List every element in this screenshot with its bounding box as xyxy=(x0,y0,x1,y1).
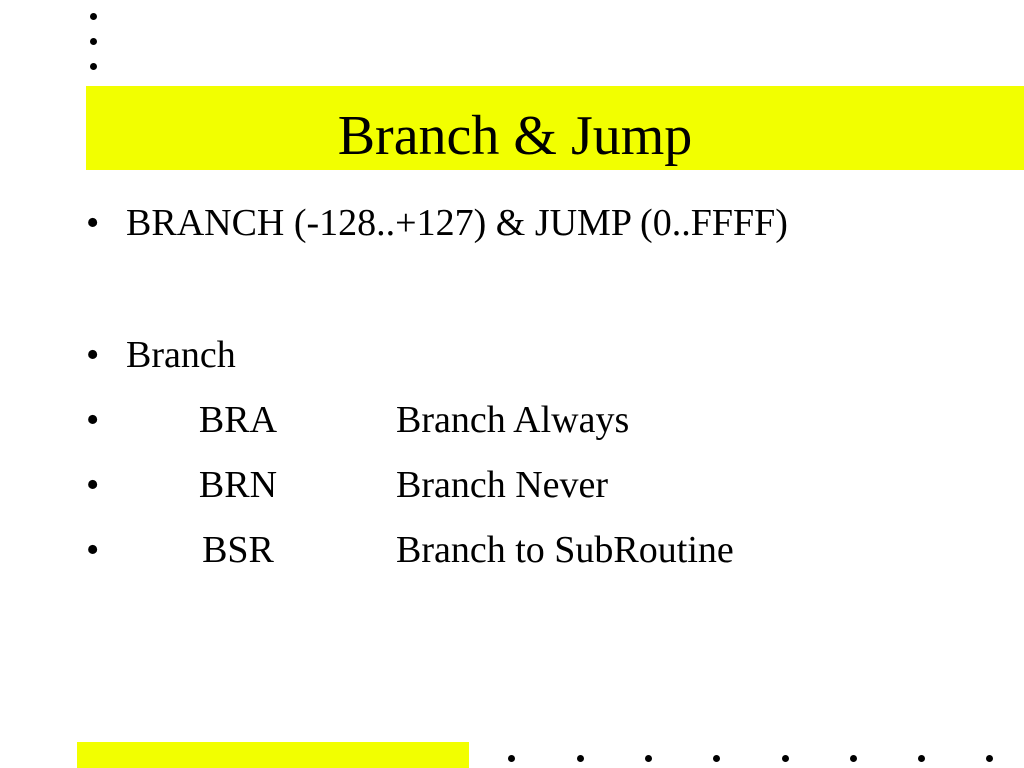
decorative-dot xyxy=(918,755,925,762)
bullet-mark: • xyxy=(86,529,100,571)
decorative-dot xyxy=(713,755,720,762)
decorative-dot xyxy=(90,63,97,70)
slide-title: Branch & Jump xyxy=(337,105,693,167)
instruction-code: BRA xyxy=(198,399,278,441)
decorative-dot xyxy=(577,755,584,762)
instruction-description: Branch Always xyxy=(396,399,630,441)
bullet-text: Branch xyxy=(126,334,236,376)
decorative-dot xyxy=(508,755,515,762)
decorative-dot xyxy=(782,755,789,762)
bullet-mark: • xyxy=(86,464,100,506)
instruction-code: BRN xyxy=(198,464,278,506)
footer-bar xyxy=(77,742,469,768)
bullet-mark: • xyxy=(86,202,100,244)
decorative-dot xyxy=(850,755,857,762)
instruction-code: BSR xyxy=(202,529,274,571)
bullet-mark: • xyxy=(86,399,100,441)
instruction-description: Branch to SubRoutine xyxy=(396,529,734,571)
instruction-description: Branch Never xyxy=(396,464,609,506)
bullet-text: BRANCH (-128..+127) & JUMP (0..FFFF) xyxy=(126,202,788,244)
decorative-dot xyxy=(90,13,97,20)
decorative-dot xyxy=(645,755,652,762)
title-bar: Branch & Jump xyxy=(86,86,1024,170)
decorative-dot xyxy=(986,755,993,762)
bullet-mark: • xyxy=(86,334,100,376)
decorative-dot xyxy=(90,38,97,45)
